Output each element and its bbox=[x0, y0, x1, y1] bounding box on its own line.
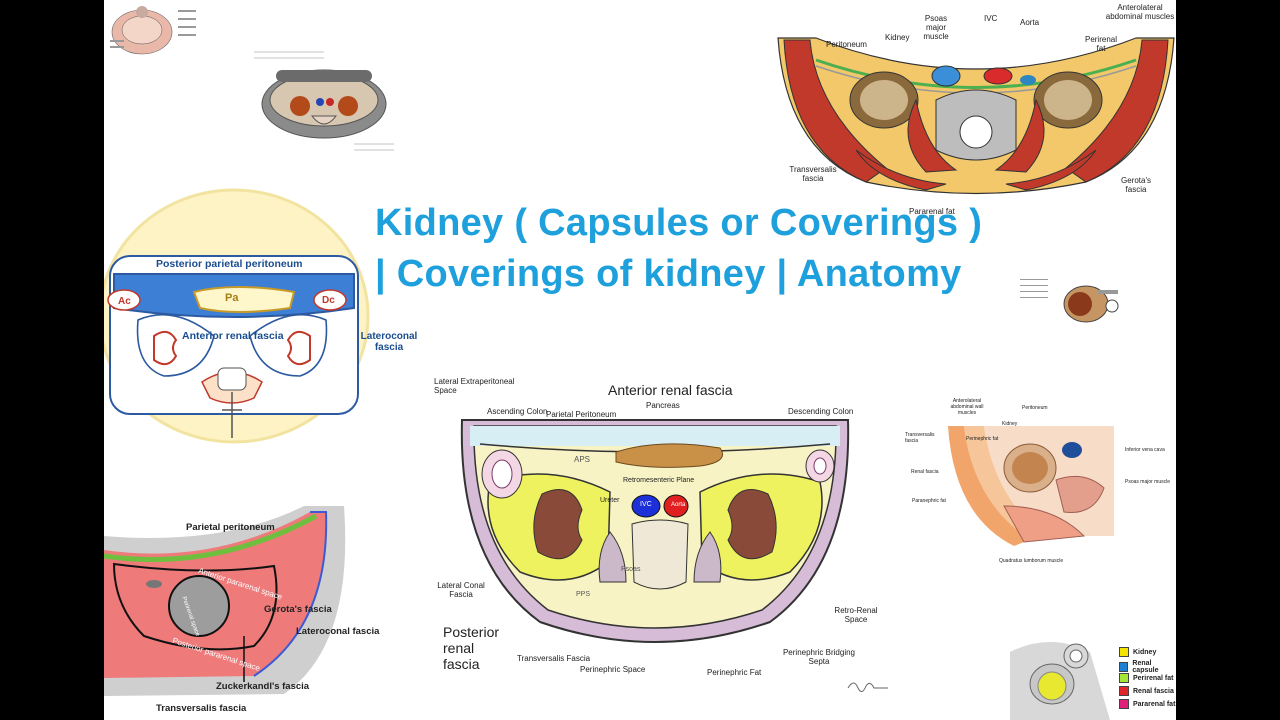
legend-swatch bbox=[1119, 647, 1129, 657]
label-aps: APS bbox=[574, 455, 591, 464]
label-descending-colon: Descending Colon bbox=[788, 407, 854, 416]
mini-crosssection-diagram bbox=[108, 0, 198, 62]
renal-spaces-circle-diagram bbox=[104, 188, 370, 444]
label-perinephric-space: Perinephric Space bbox=[580, 665, 646, 674]
label-peritoneum-tr: Peritoneum bbox=[826, 40, 867, 49]
label-ivc-tr: IVC bbox=[984, 14, 998, 23]
legend-label: Renal fascia bbox=[1133, 687, 1174, 695]
label-kidney-tr: Kidney bbox=[885, 33, 910, 42]
legend-item-perirenal-fat: Perirenal fat bbox=[1119, 673, 1173, 683]
perirenal-spaces-center-diagram bbox=[460, 419, 850, 643]
kidney-small-right-diagram bbox=[1063, 285, 1119, 323]
label-posterior-renal-fascia-center: Posterior renal fascia bbox=[443, 624, 500, 672]
video-title-line-1: Kidney ( Capsules or Coverings ) bbox=[375, 202, 983, 244]
label-posterior-parietal-peritoneum: Posterior parietal peritoneum bbox=[156, 258, 303, 270]
signature-mark bbox=[847, 682, 888, 692]
label-anterior-renal-fascia-center: Anterior renal fascia bbox=[608, 382, 733, 398]
label-perirenal-fat-tr: Perirenal fat bbox=[1084, 35, 1117, 53]
legend-swatch bbox=[1119, 662, 1129, 672]
label-pancreas: Pancreas bbox=[646, 401, 680, 410]
label-transversalis-tr: Transversalis fascia bbox=[789, 165, 837, 183]
label-ureter: Ureter bbox=[600, 497, 620, 504]
label-parietal-peritoneum-bl: Parietal peritoneum bbox=[186, 522, 275, 533]
label-anterolateral-r: Anterolateral abdominal wall muscles bbox=[950, 398, 984, 416]
label-perinephric-fat: Perinephric Fat bbox=[707, 668, 762, 677]
legend-label: Renal capsule bbox=[1132, 660, 1159, 674]
label-abdominal-muscles-tr: Anterolateral abdominal muscles bbox=[1105, 3, 1175, 21]
label-pps: PPS bbox=[576, 591, 591, 598]
label-retromesenteric: Retromesenteric Plane bbox=[623, 477, 695, 484]
label-aorta-tr: Aorta bbox=[1020, 18, 1040, 27]
legend-swatch bbox=[1119, 673, 1129, 683]
renal-fascia-right-diagram bbox=[944, 416, 1118, 546]
label-lateral-conal: Lateral Conal Fascia bbox=[437, 581, 485, 599]
label-dc: Dc bbox=[322, 295, 335, 306]
legend-label: Pararenal fat bbox=[1133, 700, 1176, 708]
label-psoas-r: Psoas major muscle bbox=[1125, 479, 1171, 485]
label-pa: Pa bbox=[225, 292, 239, 304]
legend-histology-diagram bbox=[1010, 642, 1110, 720]
legend-swatch bbox=[1119, 699, 1129, 709]
label-transversalis-center: Transversalis Fascia bbox=[517, 654, 591, 663]
label-gerotas-fascia: Gerota's fascia bbox=[264, 604, 332, 615]
kidney-small-labels bbox=[1020, 276, 1048, 303]
label-perinephric-r: Perinephric fat bbox=[966, 436, 999, 442]
label-kidney-r: Kidney bbox=[1002, 421, 1018, 427]
label-lateroconal-fascia-left: Lateroconal fascia bbox=[360, 331, 418, 353]
legend-swatch bbox=[1119, 686, 1129, 696]
label-gerota-tr: Gerota's fascia bbox=[1121, 176, 1151, 194]
label-perinephric-septa: Perinephric Bridging Septa bbox=[782, 648, 856, 666]
label-peritoneum-r: Peritoneum bbox=[1022, 405, 1048, 411]
legend-item-pararenal-fat: Pararenal fat bbox=[1119, 699, 1175, 709]
label-ac: Ac bbox=[118, 296, 131, 307]
legend-label: Perirenal fat bbox=[1133, 674, 1174, 682]
label-ivc-r: Inferior vena cava bbox=[1125, 447, 1165, 453]
label-transversalis-bl: Transversalis fascia bbox=[156, 703, 247, 714]
thumbnail-canvas: Peritoneum Kidney Psoas major muscle IVC… bbox=[104, 0, 1176, 720]
label-anterior-renal-fascia-left: Anterior renal fascia bbox=[182, 330, 284, 342]
label-transversalis-r: Transversalis fascia bbox=[905, 432, 935, 444]
label-aorta-center: Aorta bbox=[671, 502, 686, 508]
label-ivc-center: IVC bbox=[640, 501, 652, 508]
label-parietal-peritoneum-center: Parietal Peritoneum bbox=[546, 410, 617, 419]
legend-label: Kidney bbox=[1133, 648, 1157, 656]
legend-item-kidney: Kidney bbox=[1119, 647, 1156, 657]
legend-item-renal-capsule: Renal capsule bbox=[1119, 660, 1176, 674]
label-retro-renal: Retro-Renal Space bbox=[834, 606, 878, 624]
label-renal-fascia-r: Renal fascia bbox=[911, 469, 939, 475]
abdomen-crosssection-diagram bbox=[777, 37, 1175, 195]
label-psoas-center: Psoas bbox=[621, 566, 641, 573]
video-title-line-2: | Coverings of kidney | Anatomy bbox=[375, 253, 962, 295]
legend-item-renal-fascia: Renal fascia bbox=[1119, 686, 1174, 696]
label-paranephric-r: Paranephric fat bbox=[912, 498, 946, 504]
label-pararenal-tr: Pararenal fat bbox=[909, 207, 955, 216]
label-ascending-colon: Ascending Colon bbox=[487, 407, 548, 416]
label-zuckerkandl: Zuckerkandl's fascia bbox=[216, 681, 310, 692]
label-quadratus-r: Quadratus lumborum muscle bbox=[999, 558, 1064, 564]
label-lateroconal-bl: Lateroconal fascia bbox=[296, 626, 380, 637]
label-psoas-tr: Psoas major muscle bbox=[923, 14, 949, 41]
pararenal-bottom-left-diagram bbox=[104, 506, 346, 696]
renal-fascia-mini-diagram bbox=[254, 51, 394, 151]
label-lateral-extraperitoneal: Lateral Extraperitoneal Space bbox=[434, 377, 515, 395]
